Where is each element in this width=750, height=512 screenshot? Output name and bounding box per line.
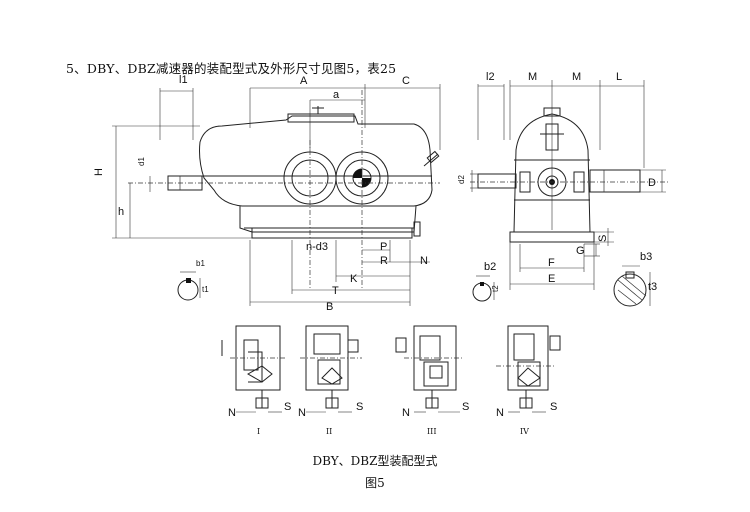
type-I-roman: I <box>257 427 260 436</box>
type-II-roman: II <box>326 427 332 436</box>
label-n-d3: n-d3 <box>306 241 328 253</box>
label-t3: t3 <box>648 281 657 293</box>
type-IV-S: S <box>550 401 557 413</box>
type-III-N: N <box>402 407 410 419</box>
label-K: K <box>350 273 358 285</box>
type-III-roman: III <box>427 427 436 436</box>
label-H: H <box>93 168 105 176</box>
type-III-S: S <box>462 401 469 413</box>
label-b2: b2 <box>484 261 496 273</box>
figure-caption: DBY、DBZ型装配型式 <box>312 454 438 468</box>
type-I-N: N <box>228 407 236 419</box>
label-G: G <box>576 245 585 257</box>
label-l1: l1 <box>179 74 188 86</box>
label-S: S <box>597 235 609 242</box>
label-L: L <box>616 71 622 83</box>
type-II-N: N <box>298 407 306 419</box>
label-N: N <box>420 255 428 267</box>
label-b1: b1 <box>196 259 205 268</box>
label-l2: l2 <box>486 71 495 83</box>
label-B: B <box>326 301 333 313</box>
end-view <box>470 80 670 307</box>
label-R: R <box>380 255 388 267</box>
figure-label: 图5 <box>365 476 385 490</box>
assembly-type-III <box>395 325 464 413</box>
label-a: a <box>333 89 340 101</box>
label-t1: t1 <box>202 285 209 294</box>
label-M-left: M <box>528 71 537 83</box>
assembly-type-IV <box>496 325 561 413</box>
side-view <box>112 84 441 306</box>
label-T: T <box>332 285 339 297</box>
type-IV-N: N <box>496 407 504 419</box>
label-D: D <box>648 177 656 189</box>
type-IV-roman: IV <box>520 427 529 436</box>
label-d1: d1 <box>137 157 146 166</box>
label-F: F <box>548 257 555 269</box>
section-heading: 5、DBY、DBZ减速器的装配型式及外形尺寸见图5，表25 <box>66 61 397 76</box>
label-E: E <box>548 273 555 285</box>
label-h: h <box>118 206 124 218</box>
label-P: P <box>380 241 387 253</box>
label-b3: b3 <box>640 251 652 263</box>
label-t2: t2 <box>491 285 500 292</box>
type-I-S: S <box>284 401 291 413</box>
assembly-type-I <box>221 325 286 413</box>
label-d2: d2 <box>457 175 466 184</box>
assembly-type-II <box>300 325 362 413</box>
type-II-S: S <box>356 401 363 413</box>
label-C: C <box>402 75 410 87</box>
label-M-right: M <box>572 71 581 83</box>
label-A: A <box>300 75 308 87</box>
